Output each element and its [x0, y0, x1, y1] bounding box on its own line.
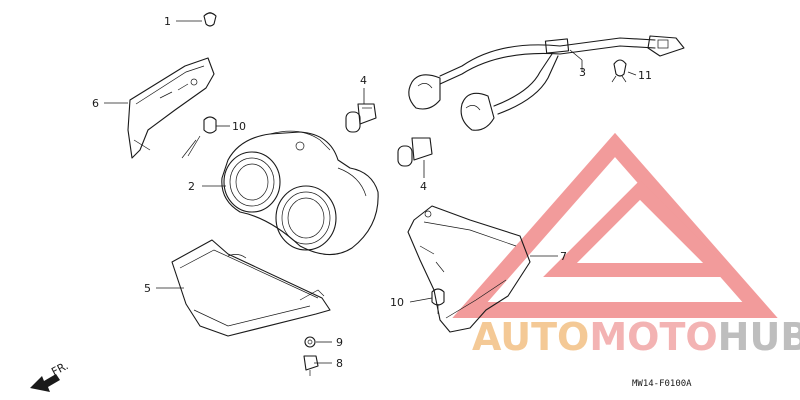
leader-lines [104, 20, 637, 364]
part-clip-10-lower [431, 288, 445, 314]
logo-triangle-inner [543, 180, 737, 277]
callout-5: 5 [144, 282, 151, 295]
callout-11: 11 [638, 69, 652, 82]
part-clip-11 [611, 59, 627, 83]
callout-9: 9 [336, 336, 343, 349]
part-clip-1 [203, 12, 217, 27]
logo-word-auto: AUTO [472, 315, 589, 359]
part-lower-cover-5 [171, 239, 331, 337]
callout-2: 2 [188, 180, 195, 193]
callout-8: 8 [336, 357, 343, 370]
logo-word-hub: HUB [718, 315, 800, 359]
callout-7: 7 [560, 250, 567, 263]
automotohub-logo: AUTOMOTOHUB [452, 132, 800, 359]
part-bolt-8 [303, 355, 319, 376]
part-bulb-4-upper [345, 103, 377, 133]
diagram-code: MW14-F0100A [632, 379, 692, 389]
front-direction-label: FR. [49, 359, 70, 378]
callout-labels: 1 2 3 4 4 5 6 7 8 9 10 10 11 [92, 15, 652, 370]
logo-triangle-outer [452, 132, 778, 318]
front-direction-marker: FR. [30, 359, 70, 392]
part-headlight-housing-2 [221, 130, 379, 256]
part-bulb-4-lower [397, 137, 433, 167]
logo-word: AUTOMOTOHUB [472, 315, 800, 359]
part-upper-cover-6 [127, 57, 215, 159]
callout-6: 6 [92, 97, 99, 110]
callout-10-upper: 10 [232, 120, 246, 133]
front-arrow-icon [30, 374, 60, 392]
part-wire-harness-3 [408, 35, 685, 131]
callout-4-upper: 4 [360, 74, 367, 87]
part-clip-10-upper [181, 116, 217, 159]
callout-3: 3 [579, 66, 586, 79]
part-nut-9 [304, 336, 316, 348]
callout-1: 1 [164, 15, 171, 28]
callout-4-lower: 4 [420, 180, 427, 193]
part-right-cover-7 [407, 205, 531, 333]
callout-10-lower: 10 [390, 296, 404, 309]
logo-word-moto: MOTO [589, 315, 717, 359]
